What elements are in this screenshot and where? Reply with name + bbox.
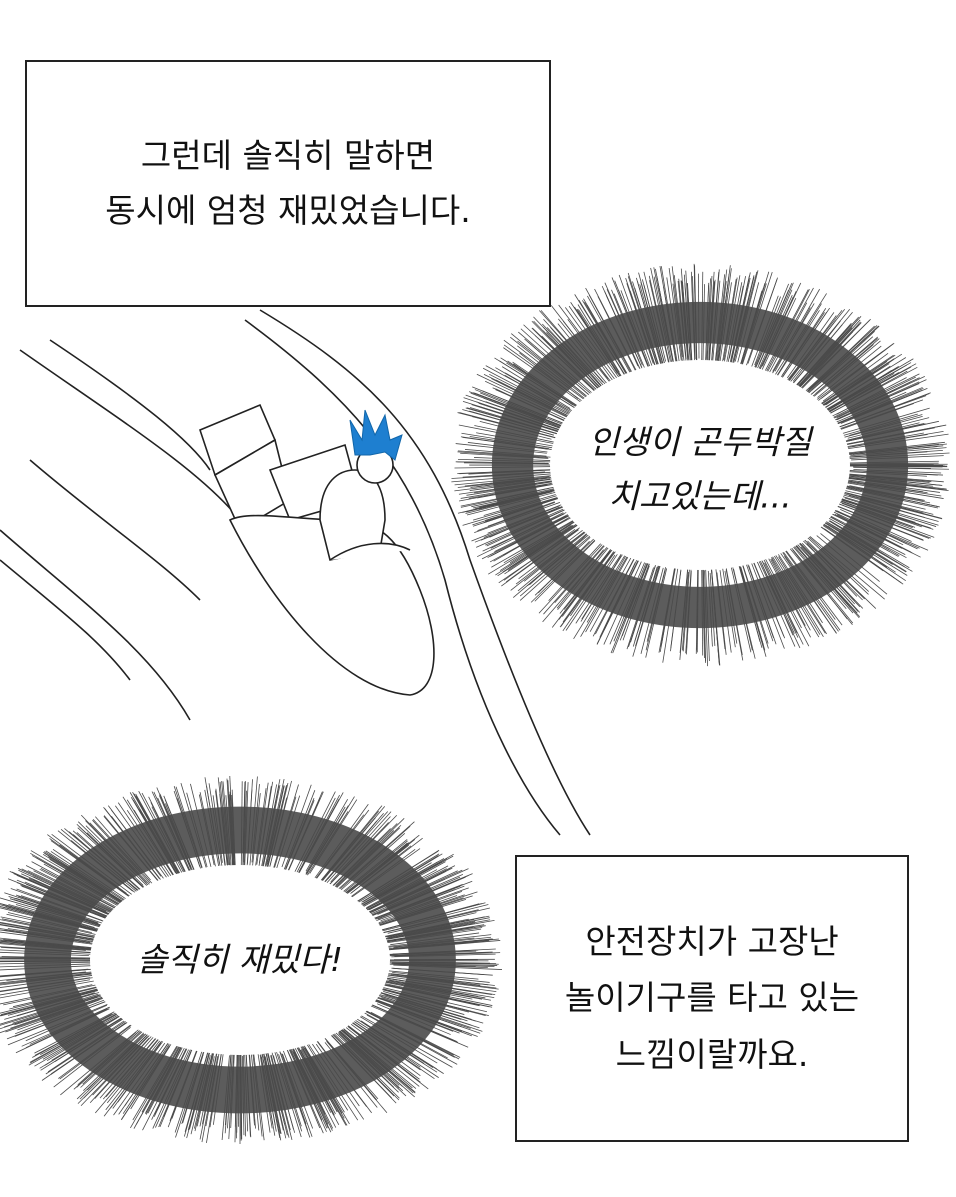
burst-line: 인생이 곤두박질 xyxy=(588,416,811,470)
burst-line-mark xyxy=(698,274,699,359)
caption-line: 동시에 엄청 재밌었습니다. xyxy=(105,184,470,238)
burst-line-mark xyxy=(238,1050,239,1127)
burst-text-right: 인생이 곤두박질 치고있는데... xyxy=(588,416,811,525)
caption-line: 안전장치가 고장난 xyxy=(585,914,838,970)
burst-line: 치고있는데... xyxy=(588,470,811,524)
caption-box-bottom: 안전장치가 고장난 놀이기구를 타고 있는 느낌이랄까요. xyxy=(515,855,909,1142)
burst-line-mark xyxy=(844,463,938,464)
coaster-cart xyxy=(200,405,434,695)
caption-line: 그런데 솔직히 말하면 xyxy=(141,129,435,183)
caption-line: 놀이기구를 타고 있는 xyxy=(565,970,859,1026)
burst-line-mark xyxy=(702,569,703,655)
caption-box-top: 그런데 솔직히 말하면 동시에 엄청 재밌었습니다. xyxy=(25,60,551,307)
burst-line-mark xyxy=(702,272,703,364)
burst-text-left: 솔직히 재밌다! xyxy=(137,933,343,987)
burst-line: 솔직히 재밌다! xyxy=(137,933,343,987)
caption-line: 느낌이랄까요. xyxy=(616,1027,809,1083)
